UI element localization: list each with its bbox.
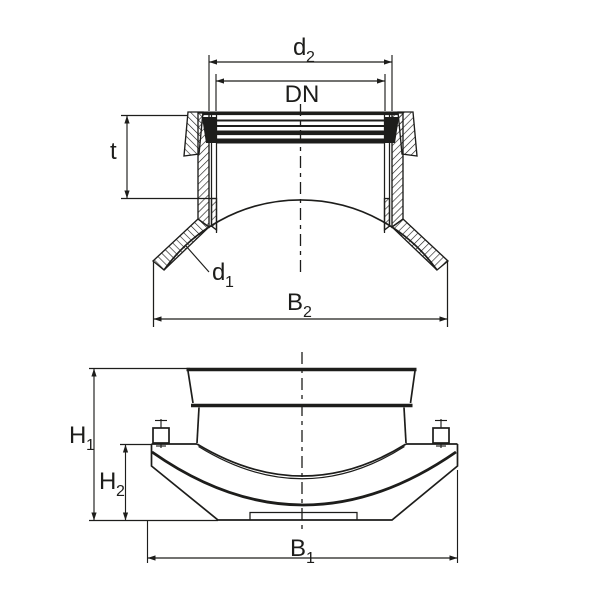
dim-label-b1: B1 [290,535,315,567]
branch-lid [203,111,398,144]
dim-dn: DN [215,74,386,111]
leader-d1: d1 [185,245,234,291]
body [196,407,407,444]
dim-b2: B2 [153,289,448,322]
dim-label-d1: d1 [212,259,234,291]
dim-label-dn: DN [285,81,320,108]
dim-h1: H1 [69,367,218,522]
seal-right [384,117,399,143]
bottom-view-side: H1 H2 B1 [69,352,459,567]
main-pipe-dome [163,199,438,271]
dim-label-t: t [110,138,117,165]
seal-left [202,117,217,143]
saddle-outline [150,444,459,521]
dim-h2: H2 [99,443,152,521]
base-step [249,511,358,520]
dim-label-h2: H2 [99,468,125,500]
saddle-skirt-right [390,218,450,271]
dim-d2: d2 [208,34,393,111]
cap [186,367,417,408]
dim-label-d2: d2 [293,34,315,66]
clamp-ring-left [183,111,204,157]
dim-t: t [110,114,217,200]
dim-label-b2: B2 [287,289,312,321]
lug-right [432,419,450,448]
saddle-cradle [151,443,457,507]
clamp-ring-right [397,111,418,157]
strap-outer-curve [151,450,457,507]
dim-b1: B1 [146,470,459,567]
top-view-section: d2 DN t d1 B2 [110,34,450,327]
dim-label-h1: H1 [69,422,95,454]
lug-left [152,419,170,448]
